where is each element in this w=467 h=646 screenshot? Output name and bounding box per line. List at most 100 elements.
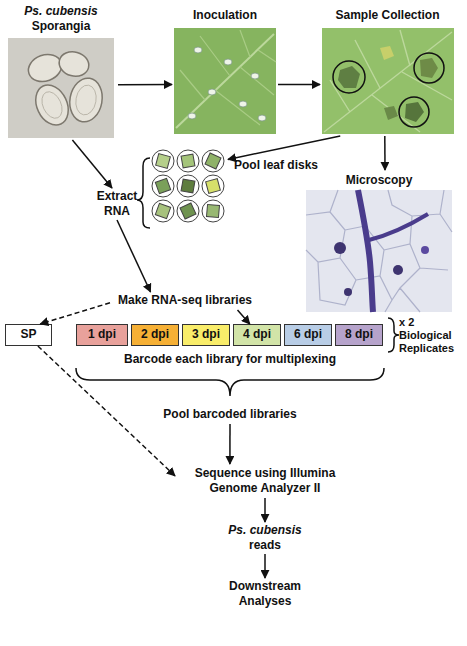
step-label: Extract RNA	[92, 189, 142, 219]
sporangium-detail	[74, 83, 99, 116]
leaf-piece	[206, 204, 219, 217]
box-label: 4 dpi	[234, 327, 280, 342]
sample-circle	[414, 53, 444, 83]
lesion	[405, 102, 424, 122]
cell-walls	[306, 190, 452, 312]
leaf-piece	[180, 203, 196, 219]
hypha	[369, 214, 428, 240]
leaf-surface	[174, 28, 276, 134]
leaf-vein	[324, 30, 452, 132]
step-label: Pool barcoded libraries	[160, 407, 300, 422]
box-label: SP	[6, 327, 51, 342]
droplet	[194, 47, 202, 53]
sporangium	[66, 76, 105, 125]
droplet	[188, 113, 196, 119]
leaf-disk	[177, 200, 199, 222]
leaf-disk-grid	[152, 150, 224, 222]
leaf-disk	[152, 150, 174, 172]
step-text: Sequence using Illumina Genome Analyzer …	[175, 464, 355, 498]
annotation-text: x 2 Biological Replicates	[399, 316, 465, 355]
flow-arrow	[229, 424, 231, 464]
leaf-disk	[152, 200, 174, 222]
pool-brace	[76, 368, 384, 396]
library-box: 6 dpi	[284, 324, 332, 346]
curly-brace	[137, 158, 150, 228]
sample-circle	[399, 97, 429, 127]
flow-arrow	[264, 554, 266, 578]
step-text: Ps. cubensis reads	[220, 522, 310, 554]
leaf-disk-pool: Pool leaf disks	[148, 148, 228, 224]
flow-arrow	[72, 140, 112, 188]
box-label: 2 dpi	[132, 327, 178, 342]
step-label: Ps. cubensis Sporangia	[16, 4, 106, 34]
library-box: 3 dpi	[182, 324, 230, 346]
library-box: 4 dpi	[233, 324, 281, 346]
library-box: 2 dpi	[131, 324, 179, 346]
step-label: Downstream Analyses	[220, 579, 310, 609]
step-label: Make RNA-seq libraries	[110, 293, 260, 308]
replicate-bracket	[388, 318, 399, 352]
image-panel: Microscopy	[304, 170, 454, 314]
hypha	[358, 190, 373, 312]
micrograph-background	[8, 38, 114, 138]
leaf-disk	[177, 175, 199, 197]
leaf-piece	[205, 153, 221, 169]
step-text: Extract RNA	[92, 188, 142, 220]
step-label: Ps. cubensis reads	[220, 523, 310, 553]
micrograph-background	[306, 190, 452, 312]
box-label: 8 dpi	[336, 327, 382, 342]
sporangium-detail	[38, 89, 66, 122]
leaf-piece	[206, 179, 221, 194]
step-label: Microscopy	[304, 173, 454, 188]
haustorium	[344, 288, 352, 296]
lesion	[420, 58, 438, 78]
step-text: Pool barcoded libraries	[160, 406, 300, 424]
lesion	[384, 106, 398, 120]
haustorium	[334, 242, 346, 254]
flow-arrow	[264, 498, 266, 522]
sporangia-micrograph	[8, 38, 114, 138]
leaf-disk	[202, 175, 224, 197]
droplet	[224, 59, 232, 65]
flow-arrow	[238, 310, 250, 324]
droplet	[208, 89, 216, 95]
leaf-disk	[177, 150, 199, 172]
lesion	[338, 66, 360, 88]
dashed-arrow	[40, 303, 110, 324]
image-panel: Inoculation	[172, 4, 278, 136]
sample-circle	[333, 61, 365, 93]
image-panel: Sample Collection	[320, 4, 455, 136]
leaf-piece	[181, 179, 195, 193]
leaf-disk	[152, 175, 174, 197]
annotation-text: Barcode each library for multiplexing	[100, 352, 360, 367]
box-label: 6 dpi	[285, 327, 331, 342]
step-label: Pool leaf disks	[234, 158, 326, 173]
leaf-piece	[155, 203, 170, 218]
microscopy-image	[306, 190, 452, 312]
infected-leaf-photo	[322, 28, 454, 134]
sporangium	[56, 49, 91, 80]
leaf-surface	[322, 28, 454, 134]
haustorium	[393, 265, 403, 275]
leaf-disk	[202, 150, 224, 172]
haustorium	[421, 246, 429, 254]
lesion	[380, 46, 394, 60]
step-text: Downstream Analyses	[220, 578, 310, 610]
flow-arrow	[384, 136, 386, 170]
leaf-disk	[202, 200, 224, 222]
droplet	[239, 101, 247, 107]
library-box: 8 dpi	[335, 324, 383, 346]
sporangium-detail	[32, 57, 58, 80]
flow-arrow	[278, 84, 320, 86]
step-label: Sample Collection	[320, 8, 455, 23]
inoculum-droplets	[188, 47, 266, 121]
flow-arrow	[117, 220, 151, 292]
leaf-vein	[180, 30, 276, 125]
step-label: Inoculation	[172, 8, 278, 23]
sporangium	[25, 50, 66, 86]
library-box: 1 dpi	[76, 324, 128, 346]
step-label: Sequence using Illumina Genome Analyzer …	[175, 466, 355, 496]
